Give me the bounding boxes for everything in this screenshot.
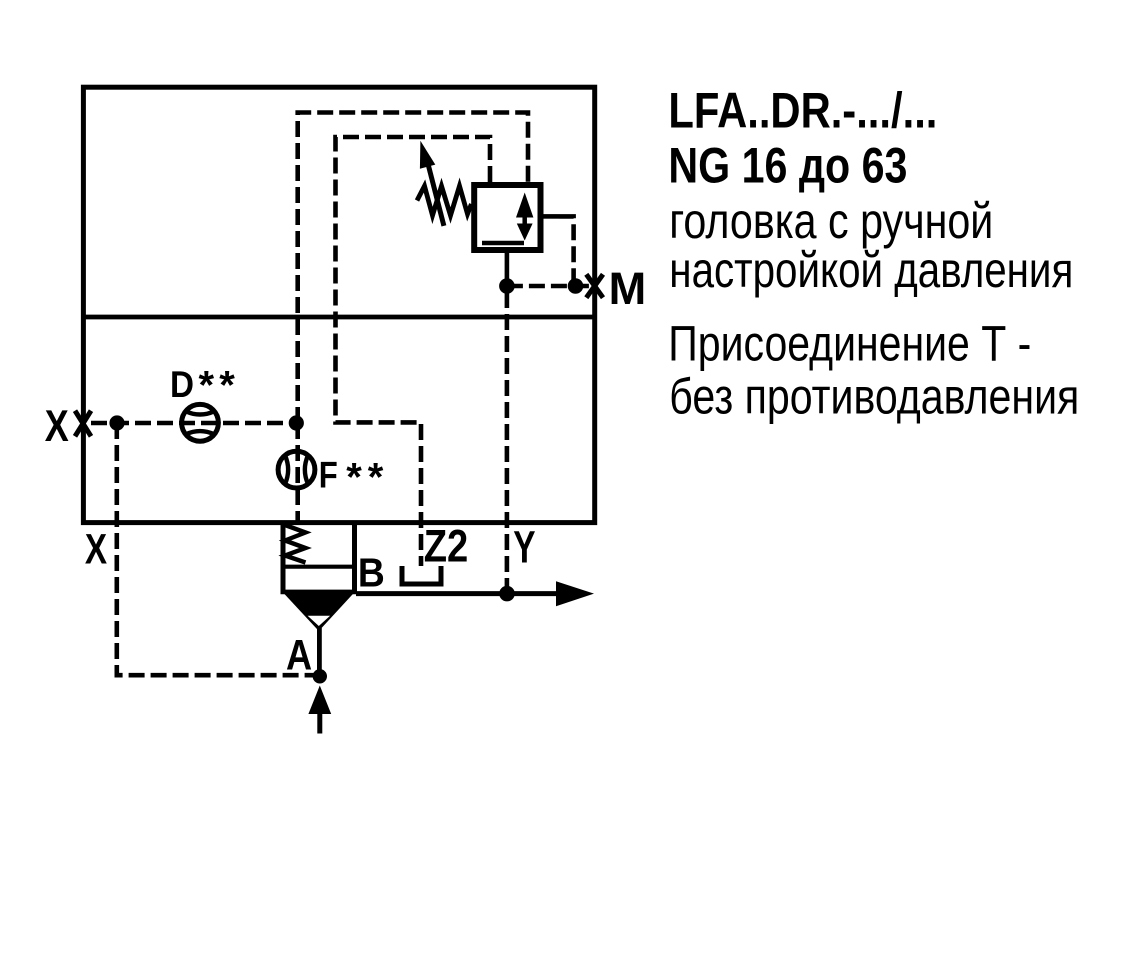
- svg-text:*: *: [346, 456, 362, 500]
- svg-text:F: F: [319, 455, 338, 496]
- svg-text:головка с ручной: головка с ручной: [669, 193, 993, 249]
- svg-text:M: M: [609, 263, 647, 314]
- svg-text:B: B: [358, 549, 385, 595]
- svg-text:LFA..DR.-.../...: LFA..DR.-.../...: [668, 83, 937, 139]
- svg-text:Z2: Z2: [424, 520, 469, 571]
- svg-text:*: *: [368, 456, 384, 500]
- svg-text:настройкой давления: настройкой давления: [669, 242, 1073, 298]
- svg-text:*: *: [219, 364, 235, 408]
- svg-text:без противодавления: без противодавления: [669, 369, 1079, 425]
- svg-text:X: X: [85, 526, 108, 574]
- svg-text:X: X: [45, 402, 69, 451]
- svg-text:NG 16 до 63: NG 16 до 63: [668, 138, 907, 194]
- svg-text:Y: Y: [513, 522, 535, 573]
- svg-text:Присоединение Т -: Присоединение Т -: [668, 316, 1031, 372]
- svg-text:A: A: [286, 631, 312, 679]
- svg-text:D: D: [170, 364, 194, 405]
- svg-text:*: *: [199, 364, 215, 408]
